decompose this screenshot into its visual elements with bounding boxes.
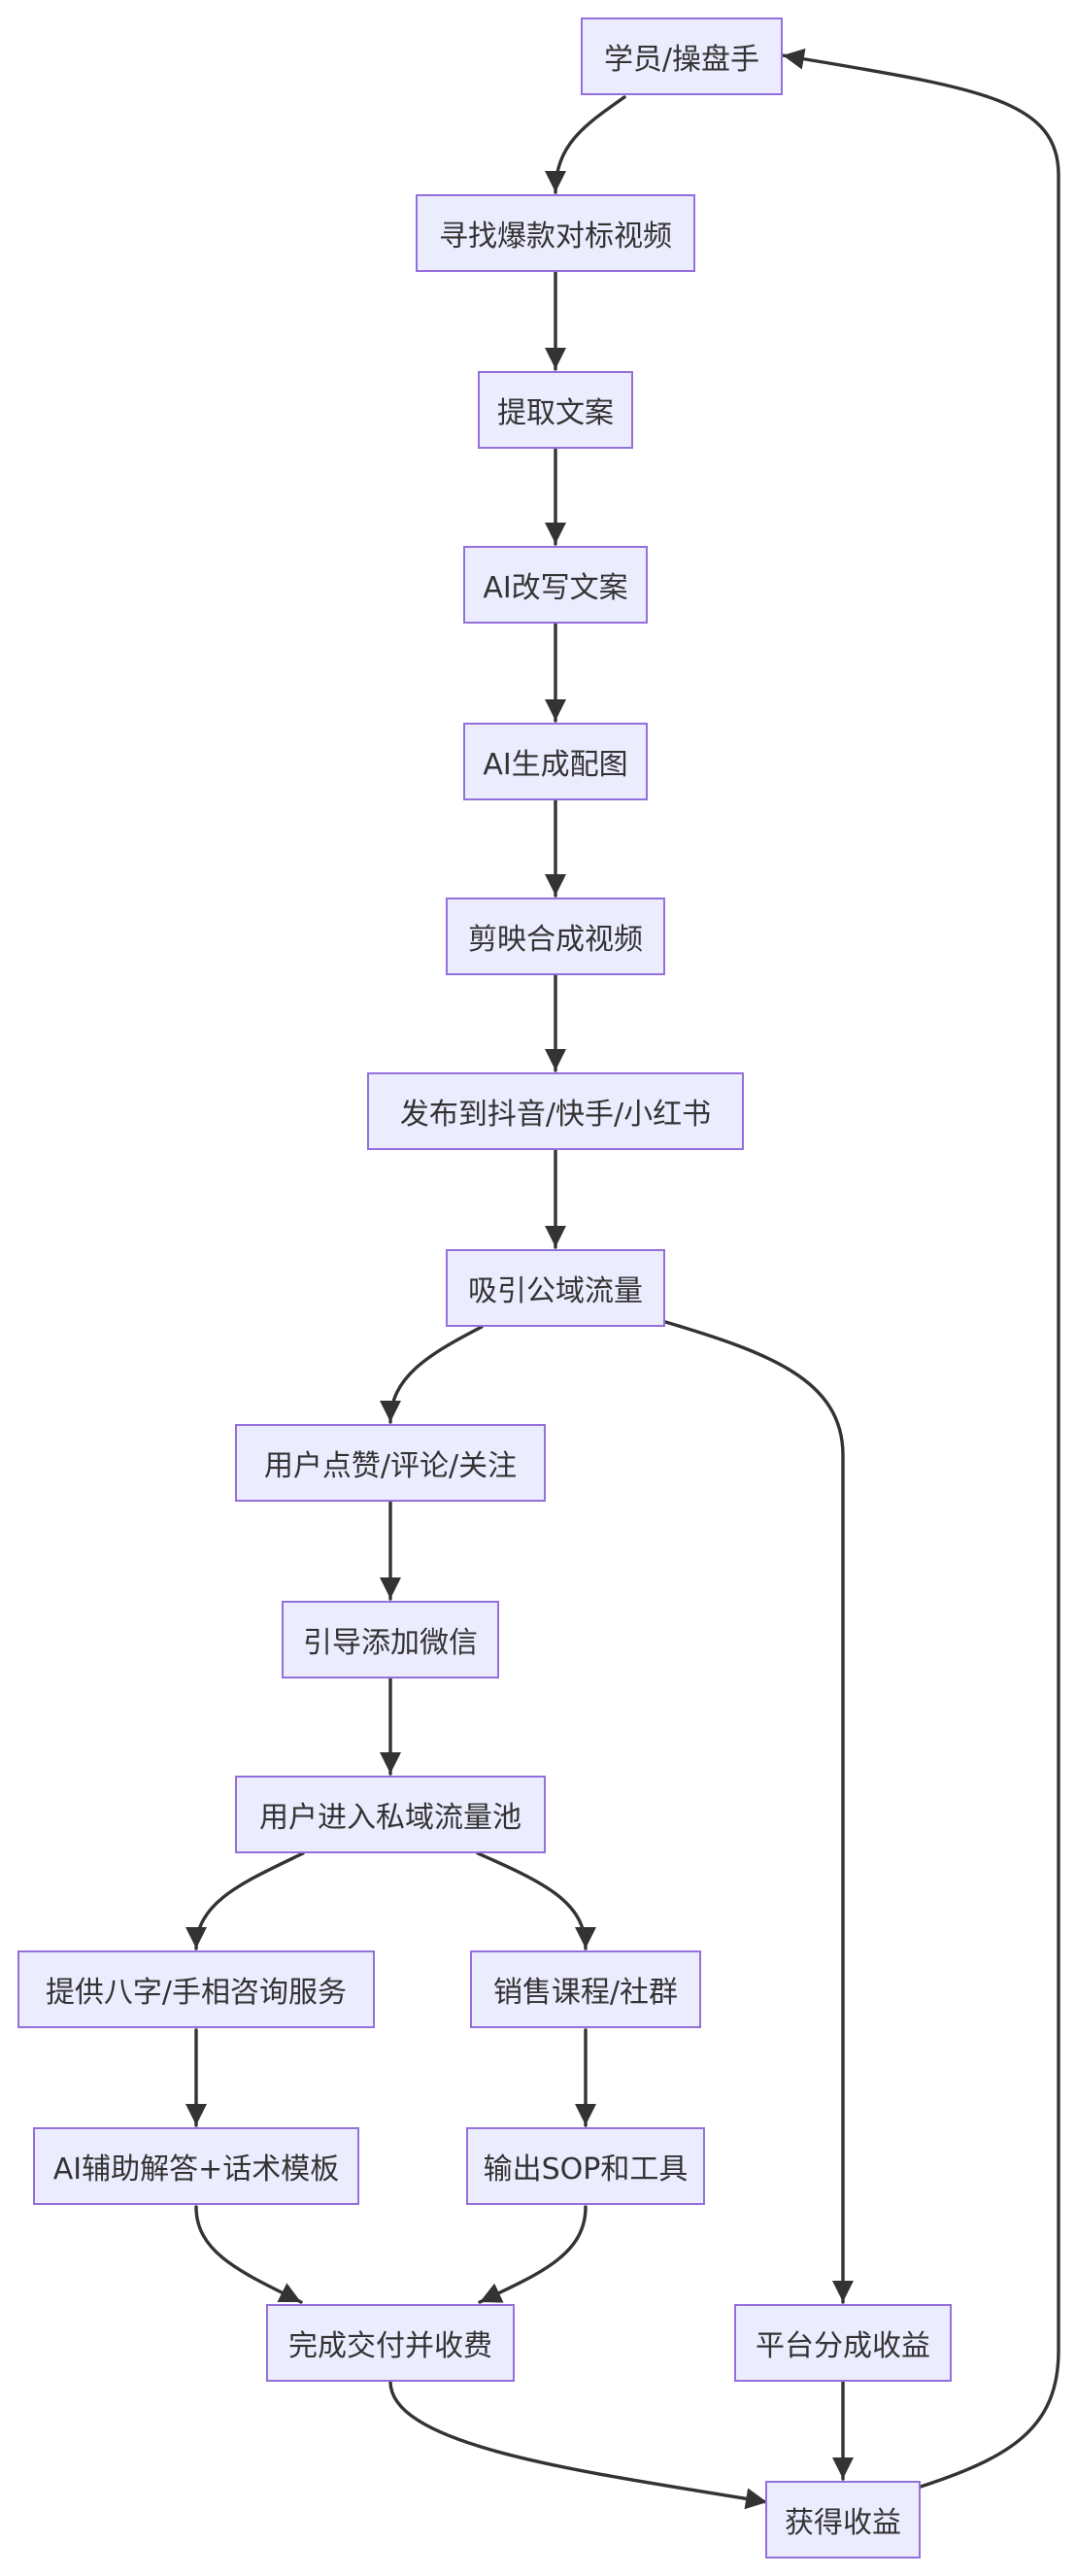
edge-private-pool-to-sell-course [476,1851,596,1950]
node-platform-share[interactable]: 平台分成收益 [734,2304,952,2382]
node-extract-copy[interactable]: 提取文案 [478,371,633,449]
node-user-engage[interactable]: 用户点赞/评论/关注 [235,1424,546,1502]
node-ai-answer[interactable]: AI辅助解答+话术模板 [33,2127,359,2205]
node-earnings[interactable]: 获得收益 [765,2481,921,2559]
edge-deliver-fee-to-earnings [388,2380,769,2510]
node-ai-rewrite[interactable]: AI改写文案 [463,546,648,624]
node-public-traffic[interactable]: 吸引公域流量 [446,1249,665,1327]
edge-public-traffic-to-user-engage [380,1325,484,1424]
node-add-wechat[interactable]: 引导添加微信 [282,1601,499,1678]
node-output-sop[interactable]: 输出SOP和工具 [466,2127,705,2205]
node-jianying[interactable]: 剪映合成视频 [446,898,665,975]
node-find-viral[interactable]: 寻找爆款对标视频 [416,194,695,272]
node-ai-images[interactable]: AI生成配图 [463,723,648,800]
edge-public-traffic-to-platform-share [660,1319,854,2304]
node-publish[interactable]: 发布到抖音/快手/小红书 [367,1072,744,1150]
edge-earnings-to-learner [781,48,1060,2489]
edge-private-pool-to-bazi-service [185,1851,305,1950]
node-deliver-fee[interactable]: 完成交付并收费 [266,2304,515,2382]
node-learner[interactable]: 学员/操盘手 [581,17,783,95]
edge-output-sop-to-deliver-fee [478,2205,588,2304]
node-bazi-service[interactable]: 提供八字/手相咨询服务 [17,1950,375,2028]
node-private-pool[interactable]: 用户进入私域流量池 [235,1776,546,1853]
node-sell-course[interactable]: 销售课程/社群 [470,1950,701,2028]
edge-ai-answer-to-deliver-fee [194,2205,303,2304]
edge-learner-to-find-viral [545,95,626,194]
